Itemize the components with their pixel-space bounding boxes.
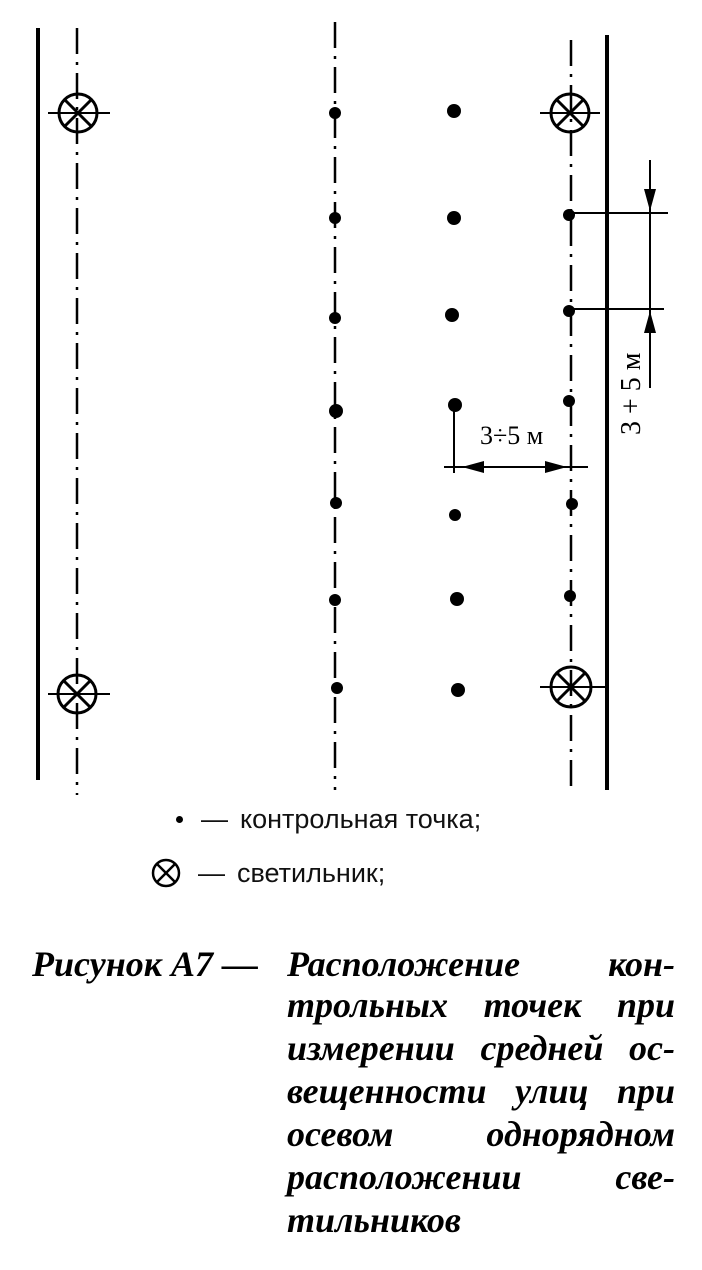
control-point bbox=[329, 107, 341, 119]
legend-control-point: — контрольная точка; bbox=[176, 804, 481, 835]
street-lighting-diagram: 3÷5 м 3 + 5 м bbox=[36, 22, 668, 795]
control-point-icon bbox=[176, 816, 183, 823]
dimension-vertical-label: 3 + 5 м bbox=[616, 352, 647, 435]
control-point bbox=[447, 211, 461, 225]
legend-luminaire: — светильник; bbox=[150, 857, 385, 889]
control-point bbox=[445, 308, 459, 322]
figure-caption-line: измерении средней ос- bbox=[287, 1028, 675, 1068]
luminaire-bottom-left bbox=[48, 673, 110, 715]
control-point bbox=[566, 498, 578, 510]
luminaire-top-right bbox=[540, 92, 600, 134]
control-point bbox=[329, 594, 341, 606]
control-point bbox=[329, 312, 341, 324]
control-point bbox=[330, 497, 342, 509]
figure-caption-line: осевом однорядном bbox=[287, 1114, 675, 1154]
control-point bbox=[564, 590, 576, 602]
control-point bbox=[563, 395, 575, 407]
control-point bbox=[451, 683, 465, 697]
luminaire-top-left bbox=[48, 92, 110, 134]
luminaire-bottom-right bbox=[540, 665, 605, 709]
figure-caption-line: Расположение кон- bbox=[287, 944, 675, 984]
dimension-horizontal-label: 3÷5 м bbox=[480, 421, 543, 450]
dimension-horizontal: 3÷5 м bbox=[444, 405, 588, 473]
control-point bbox=[563, 209, 575, 221]
figure-caption-line: вещенности улиц при bbox=[287, 1071, 675, 1111]
figure-caption-line: трольных точек при bbox=[287, 985, 675, 1025]
luminaire-icon bbox=[151, 858, 181, 888]
control-point bbox=[447, 104, 461, 118]
figure-caption-line: тильников bbox=[287, 1200, 461, 1240]
control-point bbox=[449, 509, 461, 521]
figure-caption-line: расположении све- bbox=[287, 1157, 675, 1197]
dimension-vertical: 3 + 5 м bbox=[572, 160, 668, 435]
legend-dash: — bbox=[198, 857, 225, 888]
figure-caption-label: Рисунок А7 — bbox=[32, 944, 258, 984]
legend-dash: — bbox=[201, 804, 228, 834]
legend-luminaire-label: светильник; bbox=[237, 857, 386, 888]
control-point bbox=[331, 682, 343, 694]
control-point bbox=[329, 404, 343, 418]
legend-control-point-label: контрольная точка; bbox=[240, 804, 482, 834]
control-point bbox=[563, 305, 575, 317]
control-point bbox=[329, 212, 341, 224]
control-point bbox=[450, 592, 464, 606]
